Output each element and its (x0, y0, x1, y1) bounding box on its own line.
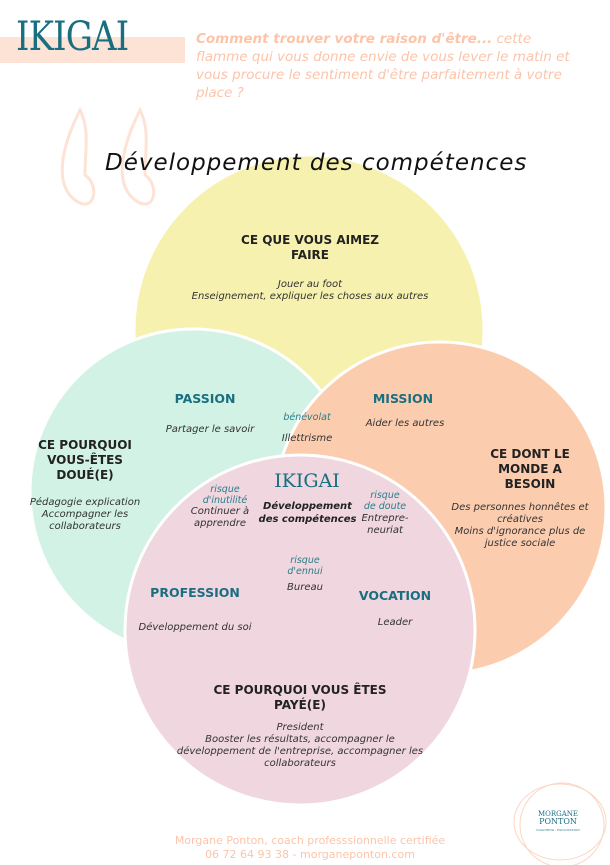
center-ikigai-logo: IKIGAI (274, 470, 340, 492)
footer: Morgane Ponton, coach professsionnelle c… (150, 834, 470, 862)
logo-band (0, 37, 185, 63)
need-text: Des personnes honnêtes et créatives Moin… (451, 502, 589, 549)
footer-contact: 06 72 64 93 38 - morganeponton.com (205, 848, 415, 861)
footer-name: Morgane Ponton, coach professsionnelle c… (174, 834, 446, 847)
intro-rest: cette flamme qui vous donne envie de vou… (196, 31, 570, 101)
quote-mark-icon (60, 106, 156, 206)
brand-logo: MORGANE PONTON COACHING · FACILITATION (520, 810, 596, 834)
need-heading: CE DONT LE MONDE A BESOIN (490, 447, 570, 491)
vocation-label: VOCATION (358, 588, 432, 603)
doute-text: Entrepre- neuriat (361, 513, 409, 536)
brand-name-1: MORGANE (537, 810, 579, 818)
passion-label: PASSION (174, 391, 236, 406)
page-title: Développement des compétences (105, 150, 528, 176)
mission-label: MISSION (372, 391, 434, 406)
inutilite-label: risque d'inutilité (202, 484, 248, 506)
mission-text: Aider les autres (365, 418, 445, 429)
love-text: Jouer au foot Enseignement, expliquer le… (191, 279, 429, 302)
intro-bold: Comment trouver votre raison d'être... (196, 31, 493, 47)
good-text: Pédagogie explication Accompagner les co… (29, 497, 141, 532)
benevolat-label: bénévolat (283, 412, 331, 423)
paid-heading: CE POURQUOI VOUS ÊTES PAYÉ(E) (213, 683, 387, 712)
vocation-text: Leader (377, 617, 413, 628)
ennui-label: risque d'ennui (287, 555, 323, 577)
brand-name-2: PONTON (539, 817, 577, 826)
ennui-text: Bureau (287, 582, 323, 593)
circle-paid (123, 453, 477, 807)
passion-text: Partager le savoir (165, 424, 255, 435)
brand-tagline: COACHING · FACILITATION (536, 828, 580, 832)
center-text: Développement des compétences (258, 501, 357, 525)
benevolat-text: Illettrisme (281, 433, 333, 444)
intro-text: Comment trouver votre raison d'être... c… (196, 30, 576, 102)
good-heading: CE POURQUOI VOUS-ÊTES DOUÉ(E) (38, 438, 132, 482)
profession-label: PROFESSION (150, 585, 240, 600)
brand-logo-ring (513, 782, 607, 865)
profession-text: Développement du soi (138, 622, 252, 633)
doute-label: risque de doute (363, 490, 407, 512)
love-heading: CE QUE VOUS AIMEZ FAIRE (241, 233, 379, 262)
ikigai-logo: IKIGAI (16, 14, 129, 60)
paid-text: President Booster les résultats, accompa… (176, 722, 424, 769)
inutilite-text: Continuer à apprendre (190, 506, 250, 529)
